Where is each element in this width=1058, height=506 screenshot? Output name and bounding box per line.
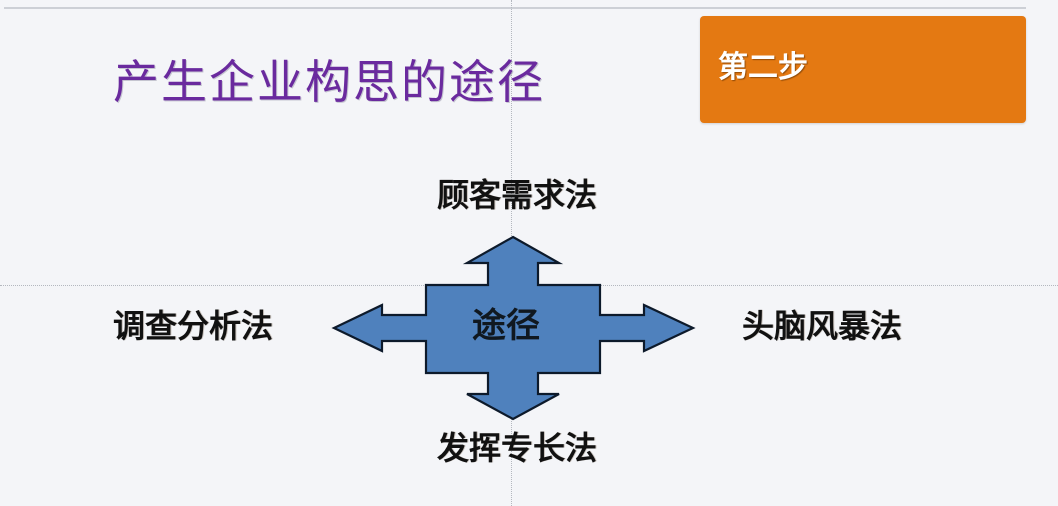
top-rule-divider bbox=[4, 7, 1026, 9]
method-label-right: 头脑风暴法 bbox=[742, 307, 903, 345]
step-badge-label: 第二步 bbox=[718, 50, 808, 85]
diagram-center-label: 途径 bbox=[472, 306, 540, 346]
step-badge: 第二步 bbox=[700, 16, 1026, 123]
slide-title: 产生企业构思的途径 bbox=[113, 55, 545, 109]
method-label-left: 调查分析法 bbox=[113, 307, 274, 345]
method-label-top: 顾客需求法 bbox=[437, 176, 598, 214]
method-label-bottom: 发挥专长法 bbox=[437, 429, 598, 467]
